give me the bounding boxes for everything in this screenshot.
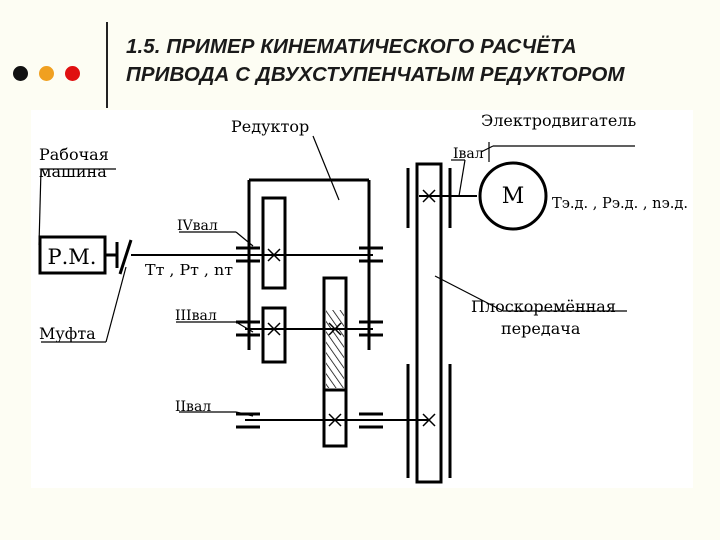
slide-bullets (13, 66, 93, 82)
bullet-dot-black (13, 66, 28, 81)
belt-drive (406, 162, 452, 484)
motor-circle (478, 161, 548, 231)
label-output-params: Tт , Рт , nт (145, 261, 233, 279)
label-working-machine-l2: машина (39, 162, 107, 181)
label-coupling: Муфта (39, 324, 96, 343)
bullet-dot-orange (39, 66, 54, 81)
leader-lines (38, 135, 635, 417)
kinematic-diagram-svg: Редуктор Электродвигатель Рабочая машина… (38, 111, 688, 484)
label-motor-symbol: M (502, 184, 525, 209)
slide-title-line-2: ПРИВОДА С ДВУХСТУПЕНЧАТЫМ РЕДУКТОРОМ (126, 63, 625, 86)
title-divider (106, 22, 108, 108)
label-shaft-4: IVвал (177, 218, 218, 234)
label-machine-box: Р.М. (48, 245, 97, 269)
label-motor: Электродвигатель (481, 111, 637, 130)
slide-title: 1.5. ПРИМЕР КИНЕМАТИЧЕСКОГО РАСЧЁТА ПРИВ… (126, 33, 716, 89)
label-shaft-1: Iвал (453, 146, 484, 162)
label-reducer: Редуктор (231, 117, 309, 136)
label-shaft-2: IIвал (175, 399, 211, 415)
label-belt-l2: передача (501, 319, 581, 338)
gears (261, 196, 348, 448)
coupling (105, 239, 133, 275)
kinematic-diagram: Редуктор Электродвигатель Рабочая машина… (31, 110, 693, 488)
label-belt-l1: Плоскоремённая (471, 297, 616, 316)
label-motor-params: Tэ.д. , Рэ.д. , nэ.д. (552, 194, 688, 212)
reducer-housing (236, 178, 383, 429)
label-shaft-3: IIIвал (175, 308, 217, 324)
slide-title-line-1: 1.5. ПРИМЕР КИНЕМАТИЧЕСКОГО РАСЧЁТА (126, 35, 577, 58)
label-working-machine-l1: Рабочая (39, 145, 109, 164)
bullet-dot-red (65, 66, 80, 81)
